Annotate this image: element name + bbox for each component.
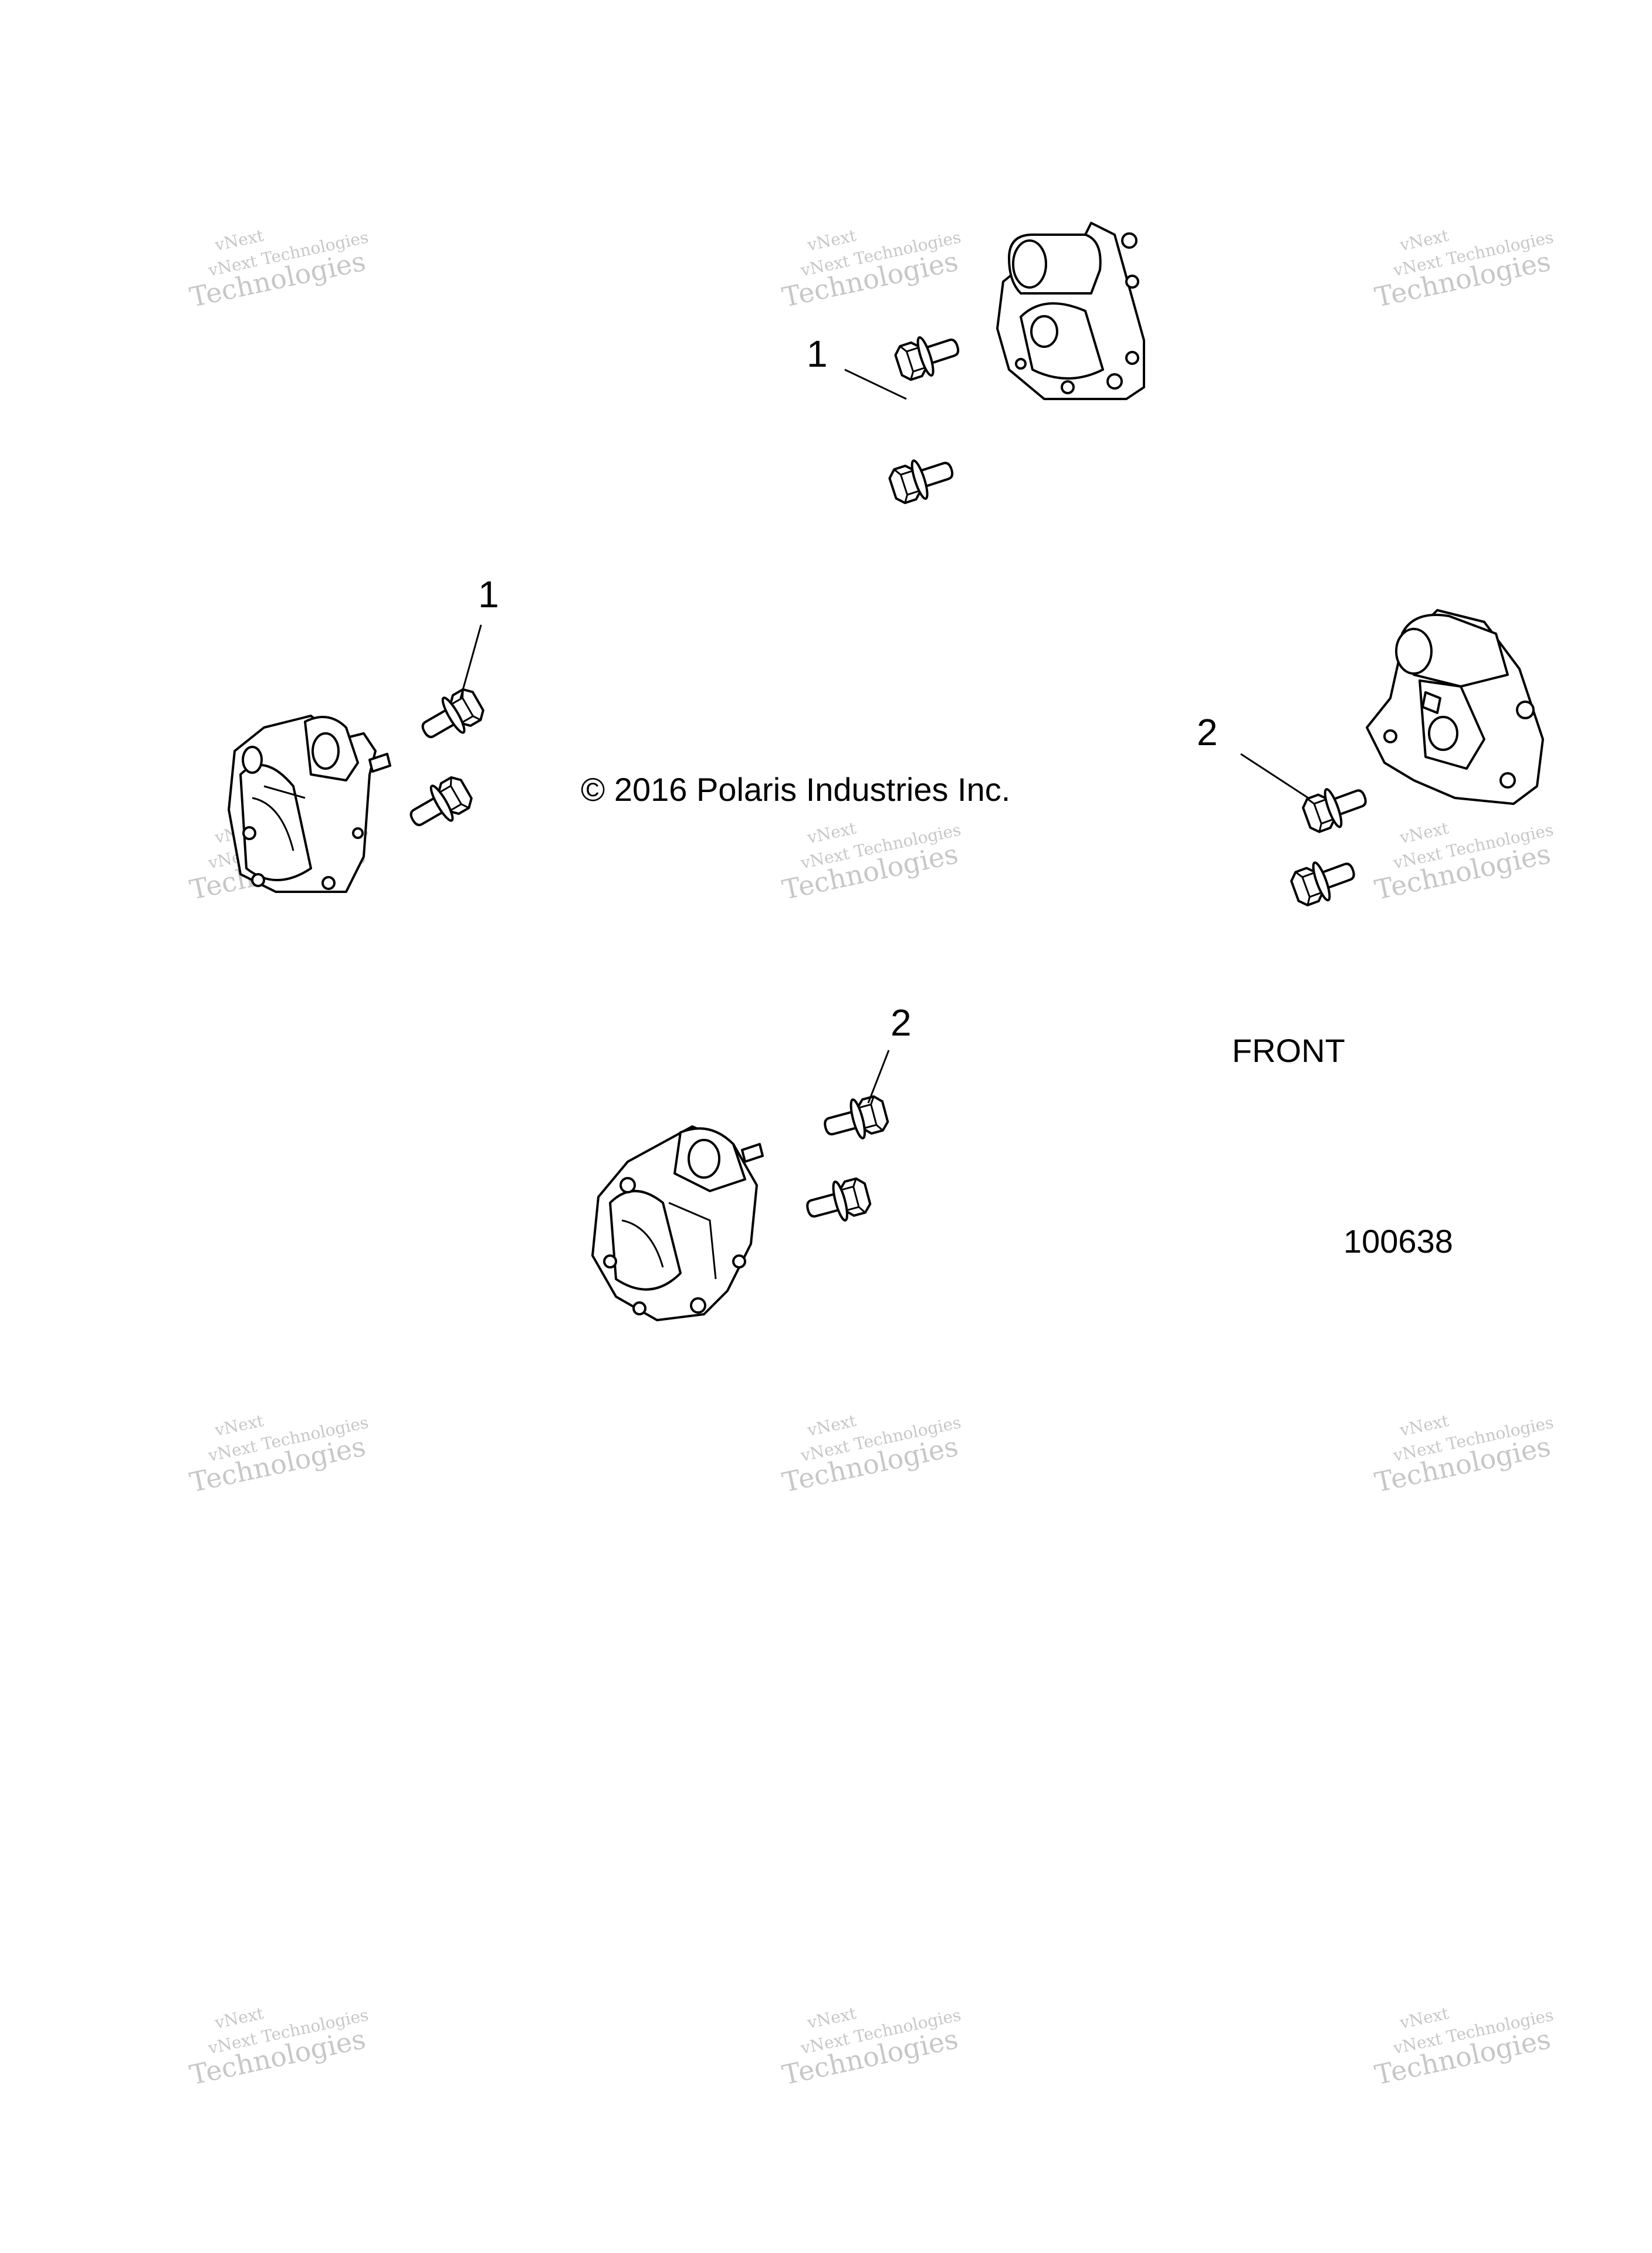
watermark: vNext vNext Technologies Technologies xyxy=(780,225,963,313)
watermark: vNext vNext Technologies Technologies xyxy=(780,2003,963,2090)
callout-1-top: 1 xyxy=(807,333,828,375)
bolt-top-2 xyxy=(885,449,959,509)
watermark: vNext vNext Technologies Technologies xyxy=(780,818,963,905)
callout-1-left: 1 xyxy=(478,573,499,615)
watermarks: vNext vNext Technologies Technologies vN… xyxy=(187,225,1555,2090)
leader-line xyxy=(867,1050,890,1104)
caliper-right xyxy=(1366,609,1544,805)
watermark: vNext vNext Technologies Technologies xyxy=(187,2003,370,2090)
caliper-bottom xyxy=(591,1125,764,1321)
bolt-bottom-1 xyxy=(819,1091,892,1148)
watermark: vNext vNext Technologies Technologies xyxy=(187,225,370,313)
bolt-left-1 xyxy=(413,682,489,750)
watermark: vNext vNext Technologies Technologies xyxy=(1372,1410,1555,1498)
bolt-right-1 xyxy=(1298,776,1373,838)
bolt-right-2 xyxy=(1287,850,1361,911)
bolt-top-1 xyxy=(891,326,965,385)
watermark: vNext vNext Technologies Technologies xyxy=(187,1410,370,1498)
bolt-bottom-2 xyxy=(801,1173,874,1230)
leader-line xyxy=(1240,753,1309,799)
diagram-part-number: 100638 xyxy=(1343,1223,1453,1260)
callout-2-bottom: 2 xyxy=(891,1002,912,1044)
caliper-left xyxy=(228,715,391,893)
watermark: vNext vNext Technologies Technologies xyxy=(1372,2003,1555,2090)
caliper-top xyxy=(996,222,1145,400)
front-label: FRONT xyxy=(1232,1032,1345,1069)
leader-line xyxy=(844,368,907,400)
leader-line xyxy=(459,624,482,699)
watermark: vNext vNext Technologies Technologies xyxy=(1372,818,1555,905)
watermark: vNext vNext Technologies Technologies xyxy=(780,1410,963,1498)
watermark: vNext vNext Technologies Technologies xyxy=(1372,225,1555,313)
bolt-left-2 xyxy=(401,770,478,838)
copyright-notice: © 2016 Polaris Industries Inc. xyxy=(581,771,1010,808)
callout-2-right: 2 xyxy=(1197,711,1218,753)
